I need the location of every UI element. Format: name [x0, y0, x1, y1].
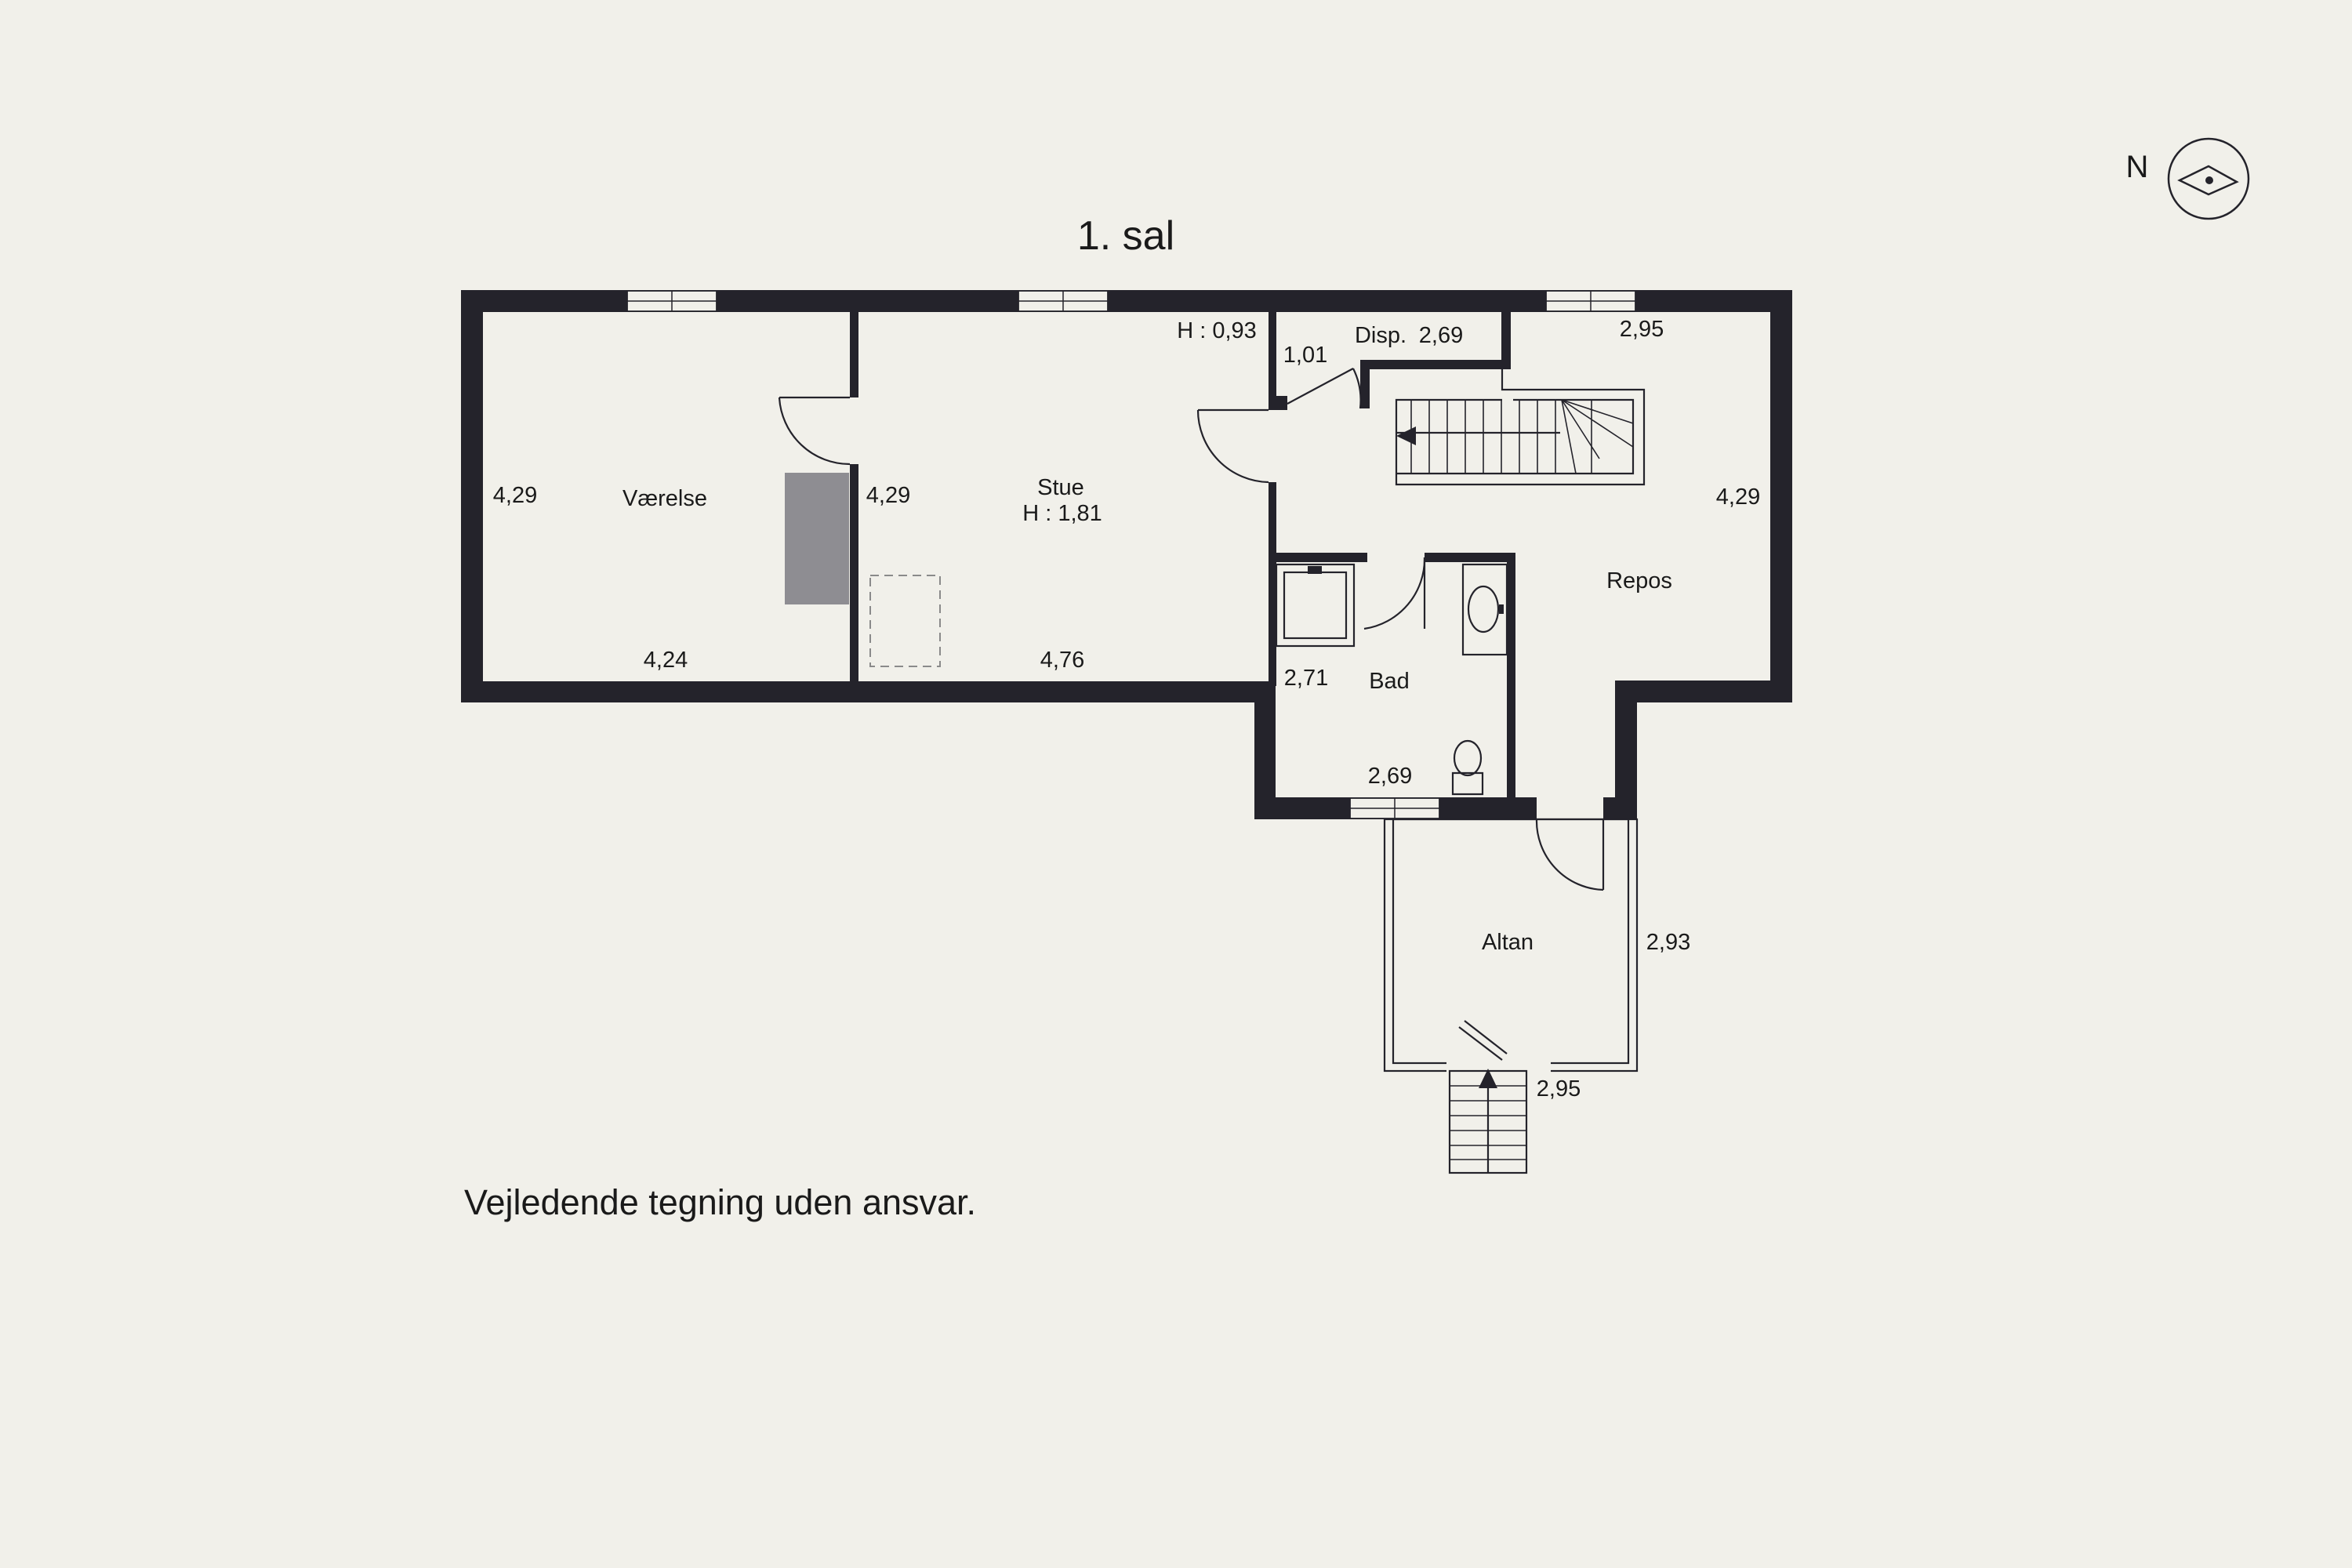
- dim-repos-width: 2,95: [1620, 317, 1664, 342]
- dim-bad-depth: 2,71: [1284, 666, 1328, 691]
- dim-altan-depth: 2,93: [1646, 930, 1690, 955]
- room-vaerelse: Værelse 4,29 4,24: [493, 483, 707, 673]
- staircase: [1395, 369, 1646, 486]
- dim-stue-width: 4,76: [1040, 648, 1084, 673]
- room-disp: Disp. 2,69 1,01: [1283, 323, 1463, 368]
- floor-title: 1. sal: [1077, 213, 1174, 259]
- room-stue: Stue H : 1,81 4,29 4,76 H : 0,93: [866, 318, 1257, 673]
- window: [1349, 797, 1440, 819]
- exterior-stairs: [1448, 1069, 1528, 1174]
- door-bad: [1363, 557, 1426, 630]
- walls: [461, 290, 1792, 819]
- dim-disp-width: 2,69: [1419, 323, 1463, 348]
- room-name-disp: Disp.: [1355, 323, 1406, 348]
- disclaimer: Vejledende tegning uden ansvar.: [464, 1182, 976, 1222]
- chimney: [785, 473, 849, 604]
- dim-vaerelse-width: 4,24: [644, 648, 688, 673]
- dim-vaerelse-depth: 4,29: [493, 483, 537, 508]
- window: [1545, 290, 1636, 312]
- windows: [626, 290, 1636, 819]
- door-stue: [1196, 408, 1269, 484]
- room-name-stue: Stue: [1037, 475, 1084, 500]
- room-height-stue: H : 1,81: [1022, 501, 1102, 526]
- room-name-bad: Bad: [1369, 669, 1410, 694]
- north-label: N: [2126, 150, 2149, 184]
- room-name-repos: Repos: [1606, 568, 1672, 593]
- door-altan: [1535, 818, 1605, 891]
- window: [1018, 290, 1109, 312]
- room-altan: Altan 2,93 2,95: [1482, 930, 1690, 1102]
- sink: [1461, 563, 1508, 656]
- dim-altan-width: 2,95: [1537, 1076, 1581, 1102]
- dim-bad-width: 2,69: [1368, 764, 1412, 789]
- compass-icon: N: [2126, 137, 2250, 220]
- door-disp: [1287, 368, 1362, 409]
- room-repos: Repos 2,95 4,29: [1606, 317, 1760, 593]
- room-height-low: H : 0,93: [1177, 318, 1257, 343]
- window: [626, 290, 717, 312]
- room-name-vaerelse: Værelse: [622, 486, 707, 511]
- room-name-altan: Altan: [1482, 930, 1534, 955]
- toilet: [1451, 739, 1484, 796]
- doors: [778, 368, 1605, 891]
- dim-repos-depth: 4,29: [1716, 485, 1760, 510]
- dim-stue-depth: 4,29: [866, 483, 910, 508]
- dim-disp-depth: 1,01: [1283, 343, 1327, 368]
- room-bad: Bad 2,71 2,69: [1284, 666, 1412, 789]
- door-vaerelse: [778, 396, 851, 466]
- shower: [1275, 563, 1356, 648]
- skylight: [869, 575, 941, 667]
